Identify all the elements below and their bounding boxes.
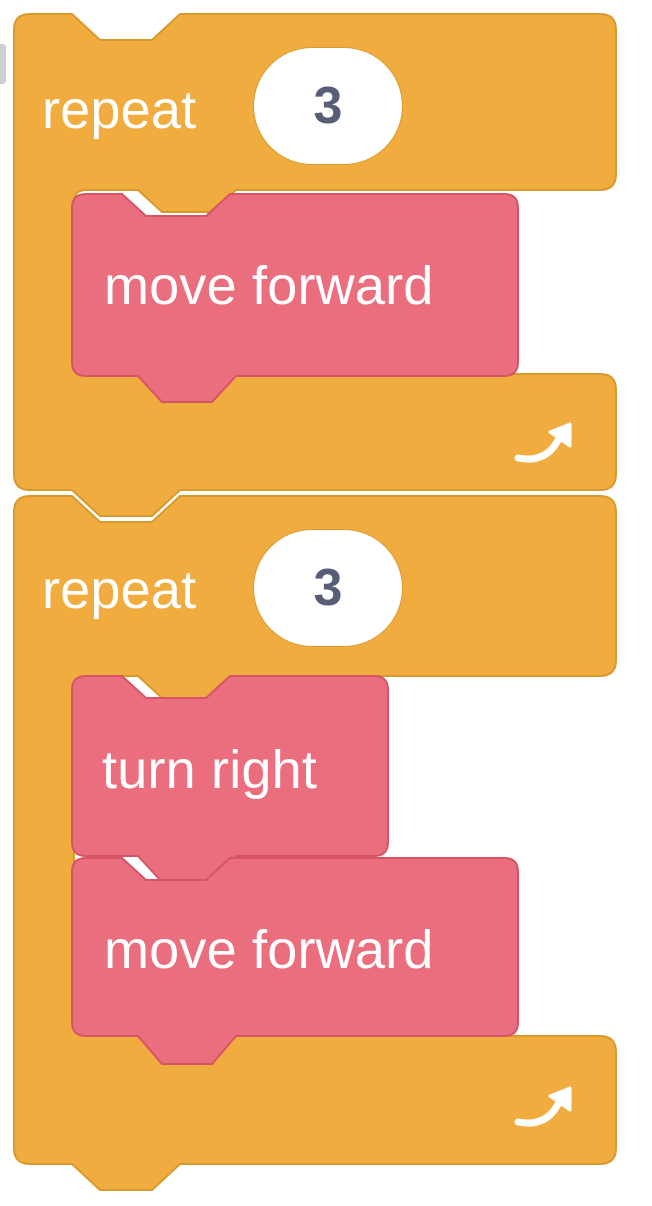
workspace-edge-marker xyxy=(0,44,6,84)
move-forward-label: move forward xyxy=(104,920,434,980)
repeat-count-input[interactable]: 3 xyxy=(254,48,402,164)
repeat-label: repeat xyxy=(42,560,197,620)
move-forward-block[interactable] xyxy=(71,193,519,403)
move-forward-label: move forward xyxy=(104,256,434,316)
repeat-arrow-icon xyxy=(514,1086,572,1127)
turn-right-block[interactable] xyxy=(71,675,389,883)
repeat-label: repeat xyxy=(42,80,197,140)
repeat-arrow-icon xyxy=(514,422,572,463)
repeat-count-input[interactable]: 3 xyxy=(254,530,402,646)
move-forward-block[interactable] xyxy=(71,857,519,1065)
turn-right-label: turn right xyxy=(102,740,318,800)
